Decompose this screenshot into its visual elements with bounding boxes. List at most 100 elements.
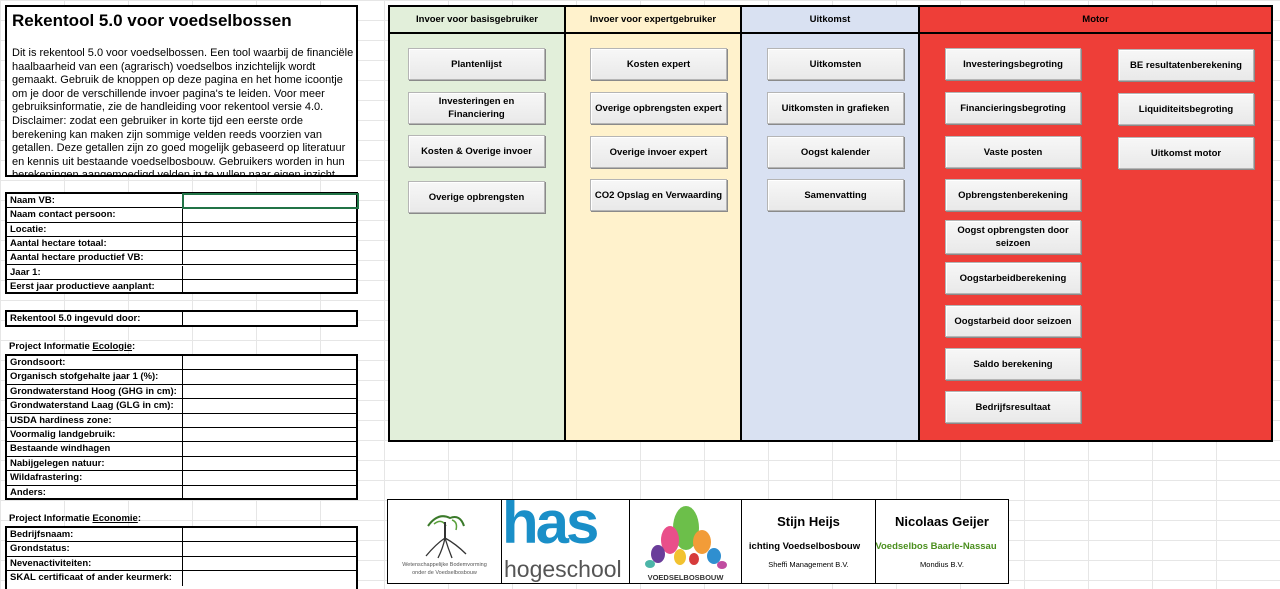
general-field-value-cell[interactable] <box>183 223 356 236</box>
ecologie-field-value-cell[interactable] <box>183 471 356 484</box>
logo-voedselbosbouw: VOEDSELBOSBOUW <box>629 499 742 584</box>
general-field-row: Aantal hectare totaal: <box>7 236 356 252</box>
general-field-label: Aantal hectare totaal: <box>7 236 183 251</box>
logo-bodemvorming-caption-2: onder de Voedselbosbouw <box>412 570 477 576</box>
vaste-posten-button[interactable]: Vaste posten <box>945 136 1081 168</box>
ingevuld-door-label: Rekentool 5.0 ingevuld door: <box>7 312 183 325</box>
general-field-label: Aantal hectare productief VB: <box>7 251 183 265</box>
ecologie-field-label: Grondsoort: <box>7 356 183 370</box>
bedrijfsresultaat-button[interactable]: Bedrijfsresultaat <box>945 391 1081 423</box>
ecologie-field-row: Wildafrastering: <box>7 471 356 486</box>
oogstarbeidberekening-button[interactable]: Oogstarbeidberekening <box>945 262 1081 294</box>
ecologie-field-row: Voormalig landgebruik: <box>7 428 356 443</box>
economie-field-row: SKAL certificaat of ander keurmerk: <box>7 571 356 586</box>
hogeschool-logo-text: hogeschool <box>504 556 622 582</box>
economie-field-label: SKAL certificaat of ander keurmerk: <box>7 571 183 586</box>
economie-field-label: Grondstatus: <box>7 542 183 556</box>
general-field-label: Locatie: <box>7 222 183 236</box>
overige-opbrengsten-button[interactable]: Overige opbrengsten <box>408 181 545 213</box>
financieringsbegroting-button[interactable]: Financieringsbegroting <box>945 92 1081 124</box>
oogst-opbrengsten-door-seizoen-button[interactable]: Oogst opbrengsten door seizoen <box>945 220 1081 254</box>
person2-company: Mondius B.V. <box>920 560 964 569</box>
economie-field-value-cell[interactable] <box>183 528 356 541</box>
economie-heading: Project Informatie Economie: <box>9 513 141 524</box>
kosten-overige-invoer-button[interactable]: Kosten & Overige invoer <box>408 135 545 167</box>
economie-field-value-cell[interactable] <box>183 571 356 585</box>
economie-field-row: Grondstatus: <box>7 542 356 557</box>
ecologie-field-value-cell[interactable] <box>183 370 356 383</box>
ecologie-field-row: Bestaande windhagen <box>7 442 356 457</box>
economie-heading-link: Economie <box>92 513 138 524</box>
panel-motor-title: Motor <box>920 7 1271 34</box>
intro-box: Rekentool 5.0 voor voedselbossen Dit is … <box>5 5 358 177</box>
uitkomsten-in-grafieken-button[interactable]: Uitkomsten in grafieken <box>767 92 904 124</box>
ecologie-field-label: Bestaande windhagen <box>7 442 183 456</box>
oogstarbeid-door-seizoen-button[interactable]: Oogstarbeid door seizoen <box>945 305 1081 337</box>
ecologie-field-label: Grondwaterstand Laag (GLG in cm): <box>7 399 183 413</box>
ingevuld-door-value[interactable] <box>183 312 356 325</box>
ecologie-field-label: USDA hardiness zone: <box>7 413 183 427</box>
ecologie-field-value-cell[interactable] <box>183 414 356 427</box>
ecologie-field-value-cell[interactable] <box>183 428 356 441</box>
overige-opbrengsten-expert-button[interactable]: Overige opbrengsten expert <box>590 92 727 124</box>
investeringsbegroting-button[interactable]: Investeringsbegroting <box>945 48 1081 80</box>
logo-has-hogeschool: has hogeschool <box>501 499 630 584</box>
general-field-value-cell[interactable] <box>183 208 356 221</box>
opbrengstenberekening-button[interactable]: Opbrengstenberekening <box>945 179 1081 211</box>
saldo-berekening-button[interactable]: Saldo berekening <box>945 348 1081 380</box>
ecologie-field-value-cell[interactable] <box>183 385 356 398</box>
economie-field-label: Bedrijfsnaam: <box>7 528 183 542</box>
economie-field-row: Nevenactiviteiten: <box>7 556 356 572</box>
ecologie-field-row: Grondwaterstand Laag (GLG in cm): <box>7 399 356 414</box>
ecologie-field-value-cell[interactable] <box>183 442 356 455</box>
uitkomsten-button[interactable]: Uitkomsten <box>767 48 904 80</box>
general-field-label: Naam VB: <box>7 194 183 208</box>
liquiditeitsbegroting-button[interactable]: Liquiditeitsbegroting <box>1118 93 1254 125</box>
ecologie-field-row: USDA hardiness zone: <box>7 413 356 428</box>
plantenlijst-button[interactable]: Plantenlijst <box>408 48 545 80</box>
voedselbosbouw-logo-text: VOEDSELBOSBOUW <box>647 573 724 582</box>
general-field-row: Locatie: <box>7 222 356 237</box>
co2-opslag-en-verwaarding-button[interactable]: CO2 Opslag en Verwaarding <box>590 179 727 211</box>
economie-table: Bedrijfsnaam:Grondstatus:Nevenactiviteit… <box>5 526 358 589</box>
selected-cell[interactable] <box>182 193 359 209</box>
economie-field-value-cell[interactable] <box>183 557 356 570</box>
overige-invoer-expert-button[interactable]: Overige invoer expert <box>590 136 727 168</box>
economie-field-value-cell[interactable] <box>183 542 356 555</box>
kosten-expert-button[interactable]: Kosten expert <box>590 48 727 80</box>
ecologie-field-label: Nabijgelegen natuur: <box>7 456 183 471</box>
panel-uitkomst-title: Uitkomst <box>742 7 918 34</box>
ecologie-field-value-cell[interactable] <box>183 486 356 500</box>
person2-name: Nicolaas Geijer <box>895 514 989 529</box>
ecologie-heading: Project Informatie Ecologie: <box>9 341 135 352</box>
general-field-value-cell[interactable] <box>183 237 356 250</box>
general-field-value-cell[interactable] <box>183 280 356 294</box>
page-title: Rekentool 5.0 voor voedselbossen <box>12 11 292 30</box>
ecologie-field-value-cell[interactable] <box>183 457 356 470</box>
general-field-row: Jaar 1: <box>7 265 356 280</box>
ecologie-field-label: Grondwaterstand Hoog (GHG in cm): <box>7 384 183 399</box>
ecologie-heading-prefix: Project Informatie <box>9 341 93 352</box>
general-field-label: Eerst jaar productieve aanplant: <box>7 279 183 295</box>
panel-expertgebruiker: Invoer voor expertgebruiker Kosten exper… <box>564 5 742 442</box>
person-card-nicolaas: Nicolaas Geijer Voedselbos Baarle-Nassau… <box>875 499 1009 584</box>
samenvatting-button[interactable]: Samenvatting <box>767 179 904 211</box>
general-field-value-cell[interactable] <box>183 251 356 264</box>
be-resultatenberekening-button[interactable]: BE resultatenberekening <box>1118 49 1254 81</box>
ecologie-field-value-cell[interactable] <box>183 356 356 369</box>
investeringen-en-financiering-button[interactable]: Investeringen en Financiering <box>408 92 545 124</box>
general-field-label: Jaar 1: <box>7 265 183 279</box>
person1-name: Stijn Heijs <box>777 514 840 529</box>
ecologie-field-row: Anders: <box>7 485 356 500</box>
oogst-kalender-button[interactable]: Oogst kalender <box>767 136 904 168</box>
uitkomst-motor-button[interactable]: Uitkomst motor <box>1118 137 1254 169</box>
general-field-row: Aantal hectare productief VB: <box>7 251 356 266</box>
ingevuld-door-table: Rekentool 5.0 ingevuld door: <box>5 310 358 327</box>
ecologie-field-row: Grondsoort: <box>7 356 356 371</box>
voedselbos-trees-logo-icon <box>645 506 727 569</box>
general-field-value-cell[interactable] <box>183 266 356 279</box>
ecologie-field-value-cell[interactable] <box>183 399 356 412</box>
